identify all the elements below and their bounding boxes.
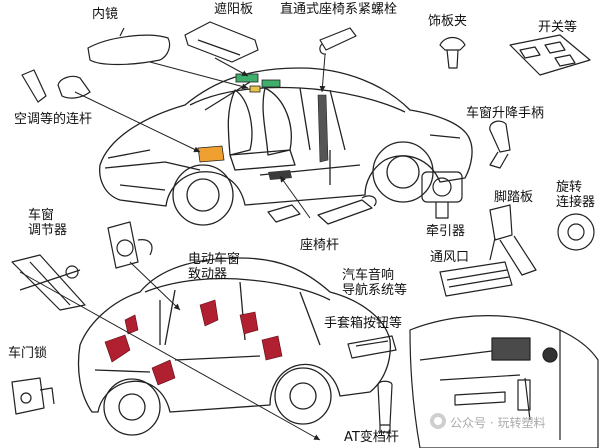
window-regulator-part bbox=[11, 254, 86, 311]
glovebox-button-part bbox=[347, 335, 397, 359]
seat-rod-highlight bbox=[268, 170, 292, 180]
label-air-vent: 通风口 bbox=[430, 250, 470, 265]
retractor-part bbox=[421, 171, 463, 219]
switch-panel-part bbox=[509, 34, 591, 76]
label-window-regulator: 车窗 调节器 bbox=[28, 208, 68, 238]
label-glovebox-button: 手套箱按钮等 bbox=[324, 316, 403, 331]
seat-bolt-part bbox=[319, 27, 357, 55]
ac-linkage-part bbox=[21, 69, 91, 103]
label-sun-visor: 遮阳板 bbox=[214, 2, 254, 17]
label-trim-clip: 饰板夹 bbox=[428, 14, 468, 29]
upper-car bbox=[99, 67, 473, 226]
label-power-window-actuator: 电动车窗 致动器 bbox=[188, 252, 241, 282]
label-footrest: 脚踏板 bbox=[494, 190, 534, 205]
label-ac-linkage: 空调等的连杆 bbox=[14, 112, 93, 127]
leader-lines bbox=[19, 54, 326, 441]
door-lock-part bbox=[11, 377, 55, 415]
wechat-icon bbox=[430, 413, 446, 429]
ac-linkage-highlight bbox=[197, 145, 225, 163]
seatbelt-bolt-highlight bbox=[317, 94, 329, 163]
air-vent-part bbox=[439, 261, 513, 297]
seat-rod-part bbox=[267, 195, 377, 225]
rotary-connector-part bbox=[557, 213, 595, 251]
trim-clip-part bbox=[439, 36, 466, 69]
window-handle-part bbox=[489, 120, 511, 169]
label-seat-bolt: 直通式座椅系紧螺栓 bbox=[280, 2, 398, 17]
label-at-lever: AT变档杆 bbox=[344, 430, 399, 445]
label-door-lock: 车门锁 bbox=[8, 346, 48, 361]
label-seat-rod: 座椅杆 bbox=[300, 238, 340, 253]
label-retractor: 牵引器 bbox=[426, 224, 466, 239]
watermark-text: 公众号 · 玩转塑料 bbox=[450, 416, 546, 430]
label-rotary-connector: 旋转 连接器 bbox=[556, 180, 596, 210]
label-inner-mirror: 内镜 bbox=[92, 7, 119, 22]
power-window-actuator-part bbox=[107, 221, 153, 269]
at-lever-part bbox=[377, 380, 393, 433]
mirror-highlight bbox=[249, 85, 261, 93]
label-switches: 开关等 bbox=[538, 20, 578, 35]
label-audio-nav: 汽车音响 导航系统等 bbox=[342, 268, 408, 298]
inner-mirror-part bbox=[87, 27, 171, 66]
dashboard bbox=[409, 315, 599, 448]
actuator-highlights bbox=[104, 299, 283, 386]
footrest-part bbox=[489, 204, 537, 276]
sun-visor-part bbox=[184, 21, 259, 63]
label-window-handle: 车窗升降手柄 bbox=[466, 106, 545, 121]
sun-visor-highlight-2 bbox=[261, 79, 281, 88]
